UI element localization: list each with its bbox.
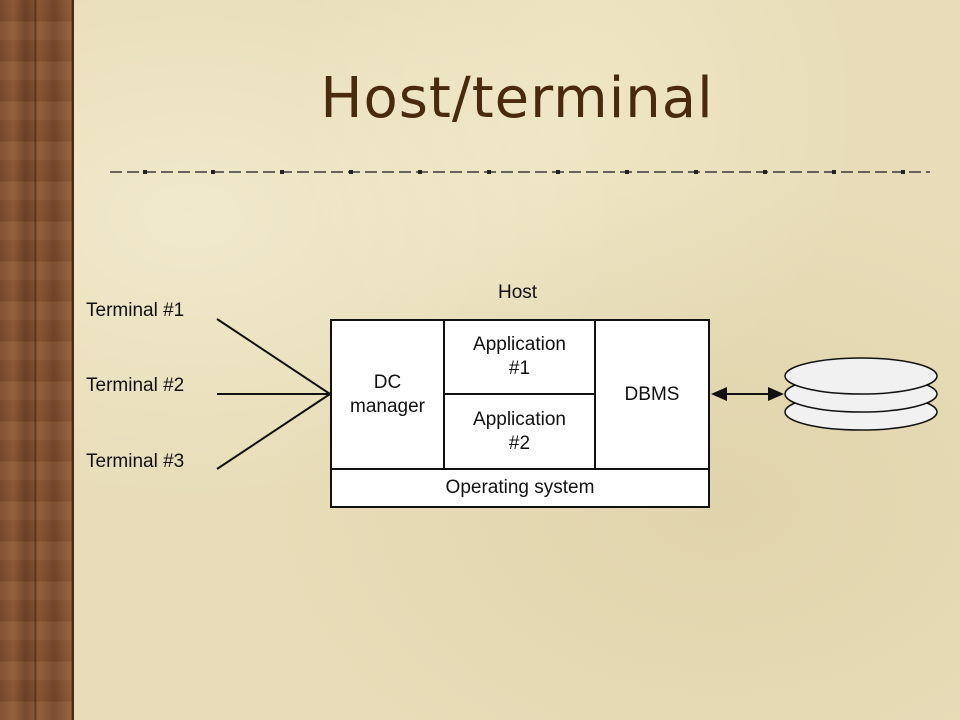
host-label: Host [498,282,538,303]
wood-sidebar [0,0,72,720]
application-2-line-1: Application [473,408,566,430]
application-2-cell: Application #2 [445,395,594,468]
operating-system-cell: Operating system [445,477,595,498]
application-1-line-2: #1 [508,358,531,379]
terminal-1-label: Terminal #1 [86,300,185,321]
arrowhead-right [768,387,784,401]
host-box [330,319,710,508]
database-cylinder-icon [784,357,938,431]
terminal-3-link [216,393,331,470]
arrowhead-left [711,387,727,401]
terminal-2-label: Terminal #2 [86,375,185,396]
sidebar-edge [72,0,74,720]
terminal-3-label: Terminal #3 [86,451,185,472]
application-1-cell: Application #1 [445,321,594,393]
application-2-line-2: #2 [508,432,531,454]
dc-manager-line-1: DC [373,371,402,393]
terminal-1-link [216,318,331,395]
slide-title: Host/terminal [320,66,714,131]
dbms-cell: DBMS [624,383,680,405]
dc-manager-cell: DC manager [332,321,443,468]
dc-manager-line-2: manager [350,395,425,417]
application-1-line-1: Application [473,334,566,355]
